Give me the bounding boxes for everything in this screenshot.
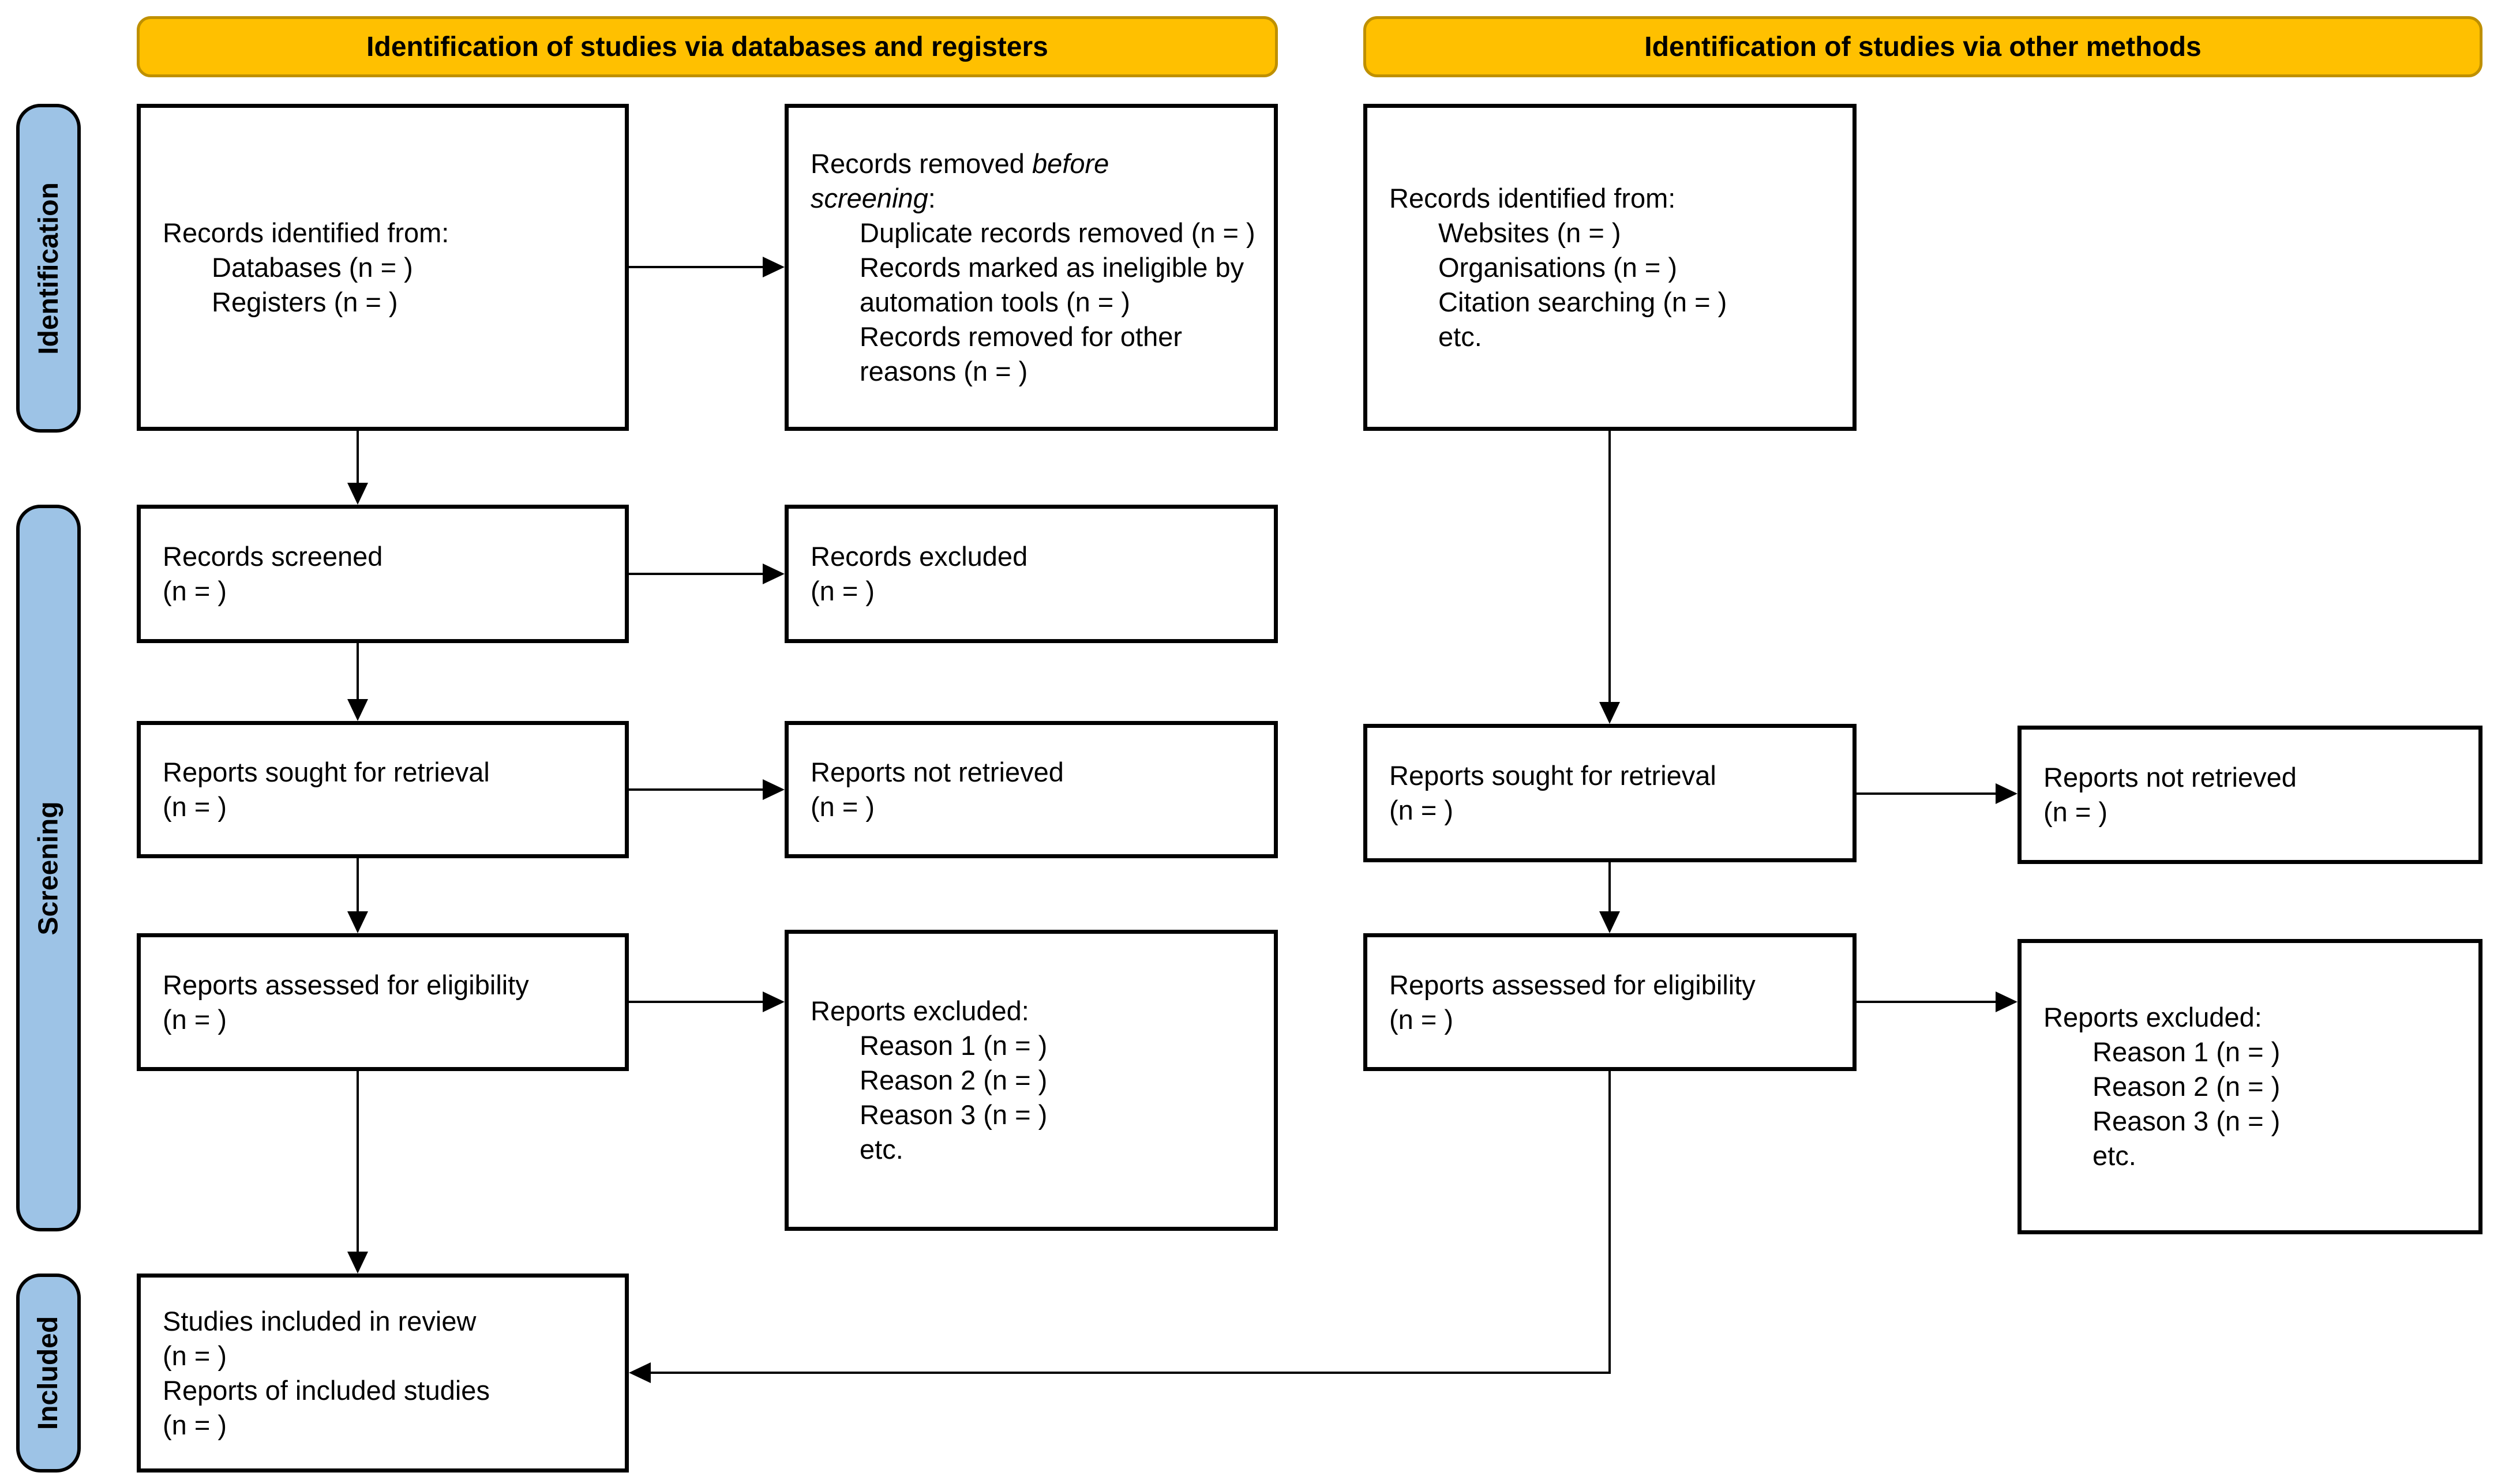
box-line: (n = ) xyxy=(163,1340,227,1371)
arrow-sought-to-not-retrieved xyxy=(629,778,785,801)
box-line: (n = ) xyxy=(1389,795,1454,825)
box-records-screened: Records screened (n = ) xyxy=(137,505,629,643)
box-reports-sought-other: Reports sought for retrieval (n = ) xyxy=(1363,724,1857,862)
box-line: Reports assessed for eligibility xyxy=(1389,969,1756,1000)
box-records-identified-other: Records identified from: Websites (n = )… xyxy=(1363,104,1857,431)
box-reports-excluded-databases: Reports excluded: Reason 1 (n = ) Reason… xyxy=(785,930,1278,1231)
box-studies-included: Studies included in review (n = ) Report… xyxy=(137,1274,629,1473)
box-line: Reports of included studies xyxy=(163,1374,490,1406)
arrow-screened-to-sought xyxy=(346,643,369,721)
arrow-sought-to-assessed xyxy=(346,858,369,933)
box-line: Reports excluded: xyxy=(811,996,1029,1026)
box-line: Reports not retrieved xyxy=(2043,762,2297,792)
arrow-identified-to-removed xyxy=(629,256,785,279)
box-reports-sought-databases: Reports sought for retrieval (n = ) xyxy=(137,721,629,858)
arrow-other-to-included xyxy=(629,1361,1610,1384)
arrow-other-sought-to-not-retrieved xyxy=(1857,782,2017,805)
box-line: (n = ) xyxy=(811,791,875,822)
box-line: Reason 3 (n = ) xyxy=(2092,1106,2281,1136)
box-line: Reports excluded: xyxy=(2043,1002,2262,1032)
box-line: Records screened xyxy=(163,541,383,572)
arrow-other-identified-to-sought xyxy=(1598,431,1621,724)
box-line: Reason 2 (n = ) xyxy=(860,1065,1048,1095)
box-line: Studies included in review xyxy=(163,1305,477,1336)
box-line: etc. xyxy=(1438,321,1482,352)
box-line: (n = ) xyxy=(163,791,227,822)
box-line: Reports assessed for eligibility xyxy=(163,969,529,1000)
box-line: Websites (n = ) xyxy=(1438,217,1621,248)
box-line: (n = ) xyxy=(811,576,875,606)
box-reports-assessed-databases: Reports assessed for eligibility (n = ) xyxy=(137,933,629,1071)
box-line: (n = ) xyxy=(1389,1004,1454,1035)
arrow-other-sought-to-assessed xyxy=(1598,862,1621,933)
box-line: Records identified from: xyxy=(163,217,449,248)
box-line: Citation searching (n = ) xyxy=(1438,286,1727,317)
box-line: (n = ) xyxy=(163,1004,227,1035)
box-line: etc. xyxy=(860,1134,903,1165)
box-line: screening: xyxy=(811,182,936,213)
stage-identification: Identification xyxy=(16,104,81,433)
stage-screening: Screening xyxy=(16,505,81,1231)
arrow-assessed-to-included xyxy=(346,1071,369,1274)
box-line: Records marked as ineligible by automati… xyxy=(860,251,1244,317)
box-line: etc. xyxy=(2092,1140,2136,1171)
box-line: (n = ) xyxy=(163,576,227,606)
box-line: (n = ) xyxy=(163,1409,227,1440)
box-reports-not-retrieved-other: Reports not retrieved (n = ) xyxy=(2017,726,2482,864)
arrow-screened-to-excluded xyxy=(629,562,785,585)
banner-other-methods: Identification of studies via other meth… xyxy=(1363,16,2482,77)
box-line: Records removed for other reasons (n = ) xyxy=(860,321,1183,386)
box-line: Organisations (n = ) xyxy=(1438,251,1678,283)
stage-included-label: Included xyxy=(33,1316,64,1430)
box-line: Reason 2 (n = ) xyxy=(2092,1071,2281,1102)
box-line: Reports not retrieved xyxy=(811,757,1064,787)
box-records-identified-databases: Records identified from: Databases (n = … xyxy=(137,104,629,431)
box-reports-excluded-other: Reports excluded: Reason 1 (n = ) Reason… xyxy=(2017,939,2482,1234)
box-line: Records identified from: xyxy=(1389,182,1676,213)
box-line: Duplicate records removed (n = ) xyxy=(860,217,1255,248)
stage-screening-label: Screening xyxy=(33,801,64,936)
box-line: Reports sought for retrieval xyxy=(1389,760,1716,791)
box-line: Reason 1 (n = ) xyxy=(860,1030,1048,1061)
connector-other-assessed-down xyxy=(1608,1071,1611,1374)
box-line: Reason 1 (n = ) xyxy=(2092,1036,2281,1067)
box-line: Records removed before xyxy=(811,148,1109,179)
box-line: Records excluded xyxy=(811,541,1028,572)
box-reports-not-retrieved-databases: Reports not retrieved (n = ) xyxy=(785,721,1278,858)
box-line: Reason 3 (n = ) xyxy=(860,1099,1048,1130)
banner-databases-registers: Identification of studies via databases … xyxy=(137,16,1278,77)
arrow-identified-to-screened xyxy=(346,431,369,505)
box-line: Databases (n = ) xyxy=(212,251,413,283)
stage-included: Included xyxy=(16,1274,81,1473)
arrow-assessed-to-reports-excluded xyxy=(629,990,785,1013)
box-line: Reports sought for retrieval xyxy=(163,757,490,787)
box-records-excluded: Records excluded (n = ) xyxy=(785,505,1278,643)
box-line: Registers (n = ) xyxy=(212,286,398,317)
box-records-removed-before-screening: Records removed before screening: Duplic… xyxy=(785,104,1278,431)
box-reports-assessed-other: Reports assessed for eligibility (n = ) xyxy=(1363,933,1857,1071)
stage-identification-label: Identification xyxy=(33,182,64,355)
box-line: (n = ) xyxy=(2043,797,2108,827)
arrow-other-assessed-to-reports-excluded xyxy=(1857,990,2017,1013)
